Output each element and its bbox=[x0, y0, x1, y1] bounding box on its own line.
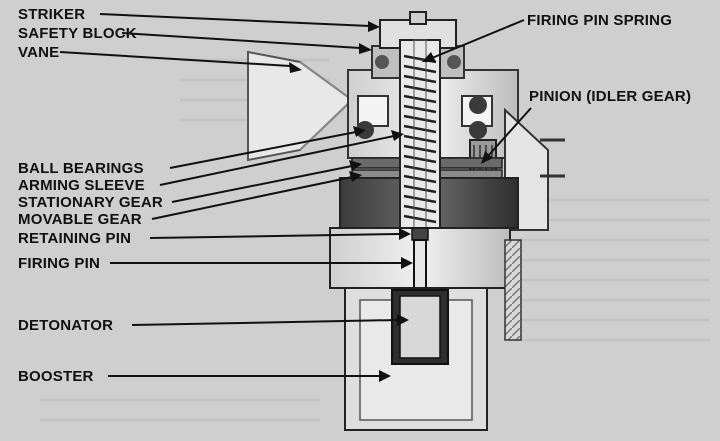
retaining-pin-part bbox=[411, 227, 429, 241]
leader-lines bbox=[59, 13, 532, 382]
label-vane: VANE bbox=[18, 44, 59, 61]
label-striker: STRIKER bbox=[18, 6, 85, 23]
label-firing-pin-spring: FIRING PIN SPRING bbox=[527, 12, 672, 29]
label-stationary-gear: STATIONARY GEAR bbox=[18, 194, 163, 211]
label-ball-bearings: BALL BEARINGS bbox=[18, 160, 144, 177]
label-movable-gear: MOVABLE GEAR bbox=[18, 211, 142, 228]
label-safety-block: SAFETY BLOCK bbox=[18, 25, 137, 42]
background-page-texture bbox=[40, 58, 710, 422]
label-booster: BOOSTER bbox=[18, 368, 94, 385]
label-pinion: PINION (IDLER GEAR) bbox=[529, 88, 691, 105]
label-retaining-pin: RETAINING PIN bbox=[18, 230, 131, 247]
firing-pin-part bbox=[413, 239, 427, 291]
label-arming-sleeve: ARMING SLEEVE bbox=[18, 177, 145, 194]
label-detonator: DETONATOR bbox=[18, 317, 113, 334]
label-firing-pin: FIRING PIN bbox=[18, 255, 100, 272]
detonator-part bbox=[391, 289, 449, 365]
firing-pin-spring-part bbox=[399, 39, 441, 237]
